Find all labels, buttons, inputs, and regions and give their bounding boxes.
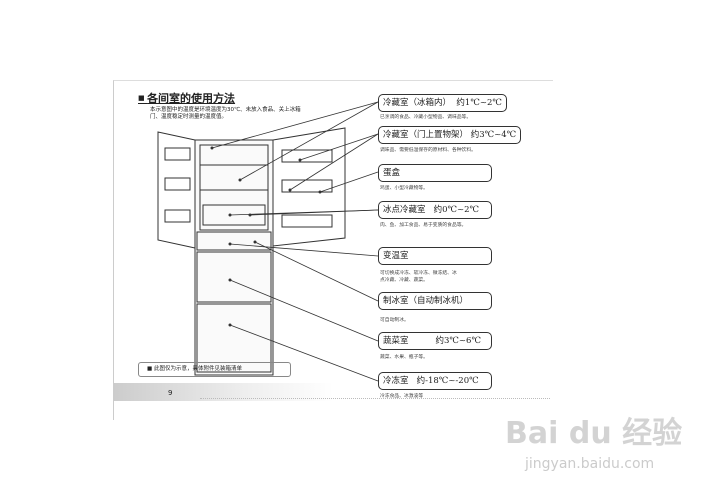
footer-divider — [200, 398, 550, 399]
label-egg-box: 蛋盒 — [378, 164, 492, 182]
watermark-logo: Bai du 经验 — [505, 416, 683, 451]
label-ice-point: 冰点冷藏室 约0℃~2℃ — [378, 201, 492, 219]
page-number: 9 — [168, 389, 173, 397]
desc-ice-maker: 可自动制冰。 — [380, 318, 409, 323]
label-fridge-interior: 冷藏室（冰箱内） 约1℃~2℃ — [378, 94, 507, 112]
desc-egg-box: 鸡蛋、小型冷藏物等。 — [380, 186, 428, 191]
label-variable-temp: 变温室 — [378, 247, 492, 265]
document-page — [113, 80, 553, 420]
note-box: ■ 此图仅为示意，具体附件见装箱清单 — [138, 362, 291, 377]
intro-text: 本示意图中的温度是环境温度为30℃、未放入食品、关上冰箱门、温度稳定时测量的温度… — [150, 107, 301, 120]
desc-door-shelf: 调味品、需要低温保存的原材料、各种饮料。 — [380, 148, 476, 153]
watermark-url: jingyan.baidu.com — [525, 456, 655, 472]
label-door-shelf: 冷藏室（门上置物架） 约3℃~4℃ — [378, 126, 522, 144]
label-vegetable: 蔬菜室 约3℃~6℃ — [378, 332, 492, 350]
desc-variable-temp: 可切换成冷冻、软冷冻、微冻结、冰点冷藏、冷藏、蔬菜。 — [380, 271, 457, 283]
desc-ice-point: 肉、鱼、加工食品、易于变质的食品等。 — [380, 223, 467, 228]
desc-fridge-interior: 已烹调的食品、冷藏小型物品、调味品等。 — [380, 115, 472, 120]
label-ice-maker: 制冰室（自动制冰机） — [378, 292, 492, 310]
desc-freezer: 冷冻食品、冰激凌等 — [380, 394, 424, 399]
label-freezer: 冷冻室 约-18℃~-20℃ — [378, 372, 492, 390]
desc-vegetable: 蔬菜、水果、瓶子等。 — [380, 355, 428, 360]
page-title: 各间室的使用方法 — [138, 92, 235, 105]
